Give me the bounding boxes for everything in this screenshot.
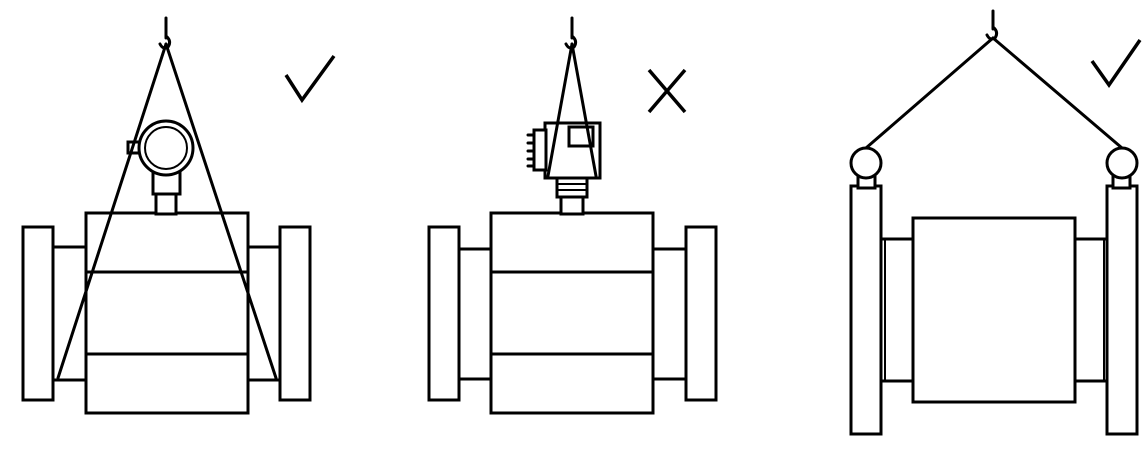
converter-head-inner-1 bbox=[144, 126, 188, 170]
panel-3 bbox=[849, 9, 1142, 436]
sling-left-1 bbox=[56, 42, 168, 380]
panel-2 bbox=[427, 16, 718, 415]
sling-left-3 bbox=[864, 36, 995, 150]
flow-meter-3 bbox=[849, 146, 1139, 436]
meter-neck-collar-2 bbox=[555, 176, 589, 199]
flange-left-3 bbox=[849, 184, 883, 436]
flow-meter-1 bbox=[21, 119, 312, 415]
pipe-stub-left-2 bbox=[456, 247, 496, 381]
panel-1 bbox=[21, 16, 336, 415]
sling-1 bbox=[56, 16, 278, 380]
sling-right-2 bbox=[570, 42, 598, 178]
flange-left-1 bbox=[21, 225, 55, 402]
cross-stroke-2 bbox=[647, 68, 687, 114]
sling-left-2 bbox=[546, 42, 574, 178]
flange-right-3 bbox=[1105, 184, 1139, 436]
converter-terminal-block-2 bbox=[532, 128, 548, 172]
meter-body-1 bbox=[84, 211, 250, 415]
check-mark-icon bbox=[1090, 39, 1142, 89]
sling-right-3 bbox=[991, 36, 1124, 150]
check-mark-icon bbox=[284, 54, 336, 104]
lifting-eye-right-3 bbox=[1105, 146, 1139, 180]
pipe-stub-left-1 bbox=[50, 245, 90, 382]
sling-2 bbox=[546, 16, 598, 178]
cross-mark-icon bbox=[647, 68, 687, 114]
meter-body-2 bbox=[489, 211, 655, 415]
flange-right-1 bbox=[278, 225, 312, 402]
pipe-stub-right-2 bbox=[650, 247, 690, 381]
pipe-stub-right-1 bbox=[243, 245, 283, 382]
flow-meter-2 bbox=[427, 121, 718, 415]
converter-head-outer-1 bbox=[137, 119, 195, 177]
lifting-eye-left-3 bbox=[849, 146, 883, 180]
meter-neck-2 bbox=[559, 194, 585, 216]
flange-right-2 bbox=[684, 225, 718, 402]
meter-body-3 bbox=[911, 216, 1077, 404]
sling-right-1 bbox=[164, 42, 278, 380]
flange-left-2 bbox=[427, 225, 461, 402]
sling-3 bbox=[864, 9, 1124, 150]
